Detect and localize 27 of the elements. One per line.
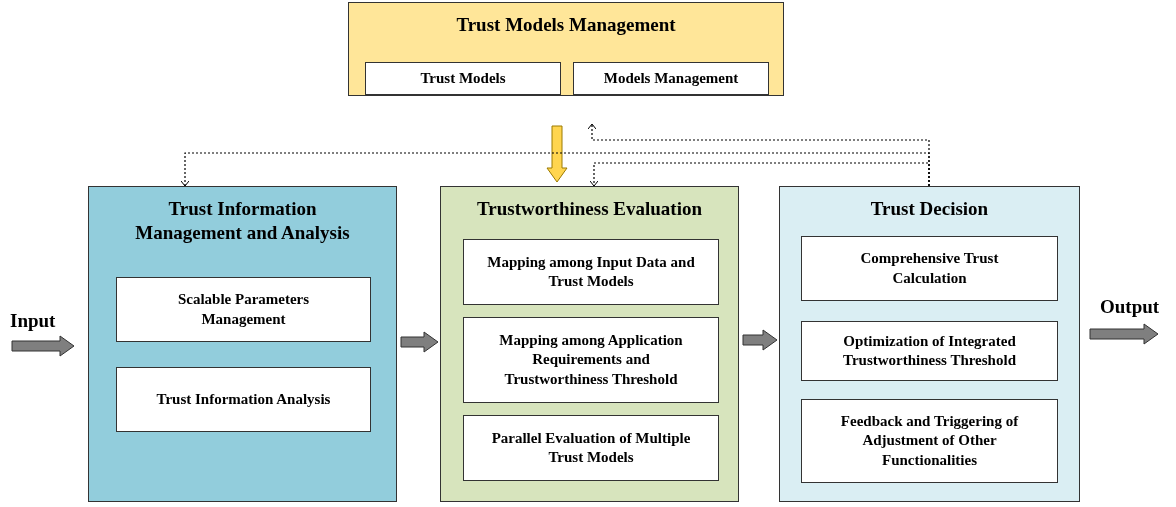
function-box: Models Management — [573, 62, 769, 95]
panel-title: Trustworthiness Evaluation — [475, 197, 703, 221]
panel-title: Trust Models Management — [455, 13, 677, 37]
panel-title: Trust Information Management and Analysis — [134, 197, 351, 245]
function-box: Feedback and Triggering of Adjustment of Other Functionalities — [801, 399, 1058, 483]
function-box: Trust Information Analysis — [116, 367, 371, 432]
panel-title: Trust Decision — [869, 197, 990, 221]
feedback-arrow — [180, 152, 930, 187]
block-arrow — [11, 335, 75, 357]
panel — [348, 2, 784, 96]
block-arrow — [742, 329, 778, 351]
function-box: Mapping among Input Data and Trust Models — [463, 239, 719, 305]
block-arrow — [546, 125, 568, 183]
function-box: Trust Models — [365, 62, 561, 95]
function-box: Optimization of Integrated Trustworthiness Threshold — [801, 321, 1058, 381]
flow-label: Input — [10, 310, 66, 334]
block-arrow — [1089, 323, 1159, 345]
function-box: Parallel Evaluation of Multiple Trust Models — [463, 415, 719, 481]
function-box: Scalable Parameters Management — [116, 277, 371, 342]
function-box: Comprehensive Trust Calculation — [801, 236, 1058, 301]
flow-label: Output — [1100, 296, 1170, 320]
panel — [440, 186, 739, 502]
block-arrow — [400, 331, 439, 353]
function-box: Mapping among Application Requirements and Trustworthiness Threshold — [463, 317, 719, 403]
panel — [779, 186, 1080, 502]
feedback-arrow — [589, 162, 930, 187]
panel — [88, 186, 397, 502]
